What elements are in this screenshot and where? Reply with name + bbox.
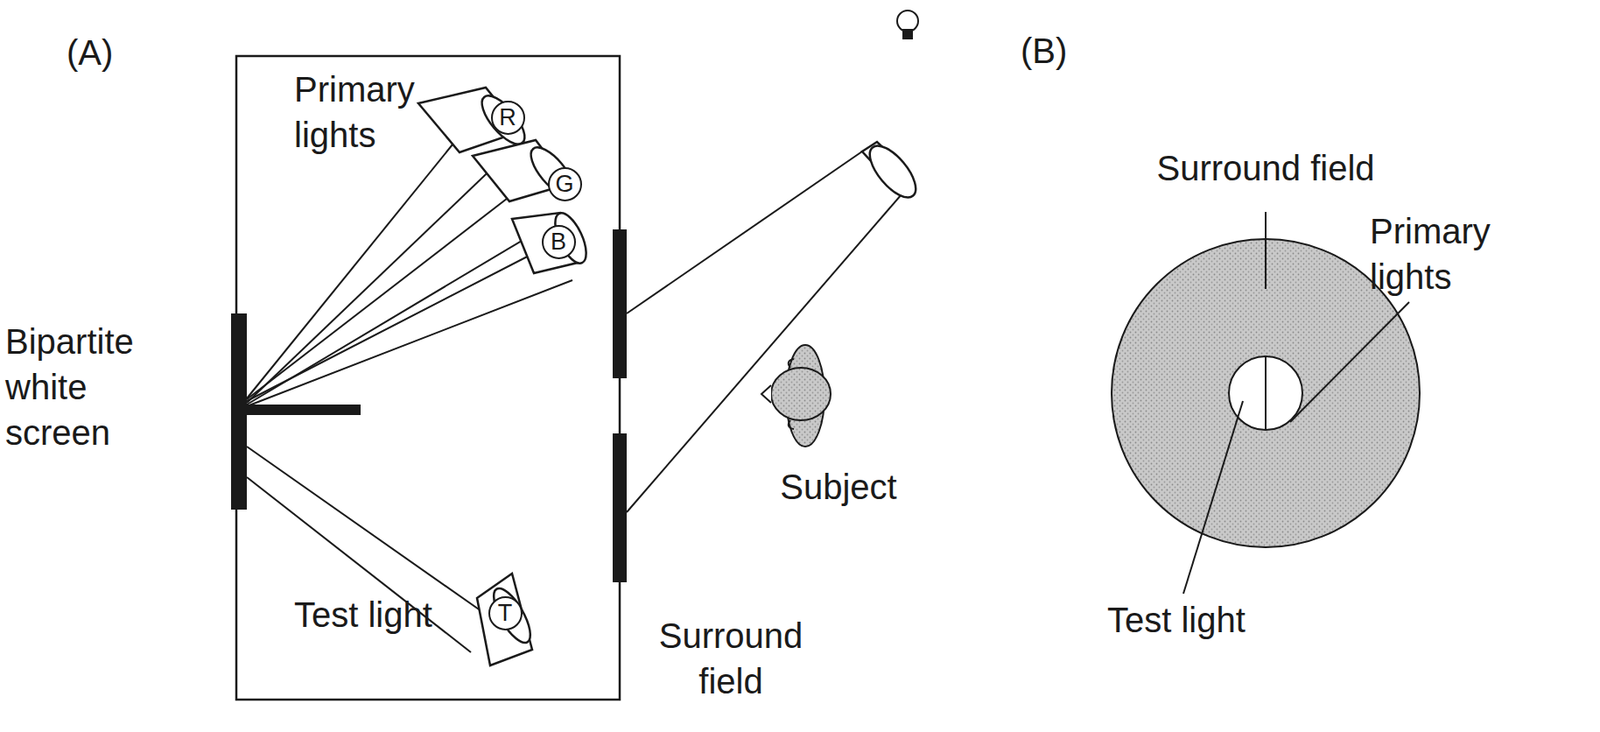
light-bulb <box>897 10 919 40</box>
panel-label: (B) <box>1020 28 1109 74</box>
light-beams <box>246 134 573 653</box>
aperture-wall <box>612 433 627 583</box>
field-label: Test light <box>1107 596 1335 643</box>
field-label: Surround field <box>1116 145 1415 191</box>
center-field <box>1228 356 1303 430</box>
field-divider <box>1264 356 1267 430</box>
field-label: Primary lights <box>1369 208 1545 300</box>
lamp-circle: G <box>547 167 583 202</box>
component-label: Bipartite white screen <box>5 318 198 456</box>
component-label: Subject <box>750 463 927 510</box>
lamp-letter: G <box>554 172 574 197</box>
component-label: Surround field <box>643 612 819 704</box>
surround-lamp <box>862 138 925 205</box>
panel-label: (A) <box>66 29 155 76</box>
lamp-letter: R <box>498 105 517 130</box>
lamp-cylinders <box>418 87 593 666</box>
surround-beam <box>626 151 902 513</box>
lamp-circle: T <box>488 596 523 631</box>
lamp-letter: B <box>550 230 567 254</box>
bipartite-screen <box>231 313 247 510</box>
aperture-wall <box>612 229 627 379</box>
lamp-letter: T <box>498 601 513 625</box>
septum <box>246 404 361 415</box>
subject-head <box>761 344 831 447</box>
housing <box>236 56 620 700</box>
lamp-circle: R <box>491 100 526 135</box>
component-label: Primary lights <box>294 66 461 158</box>
lamp-circle: B <box>541 224 576 260</box>
component-label: Test light <box>294 591 522 638</box>
